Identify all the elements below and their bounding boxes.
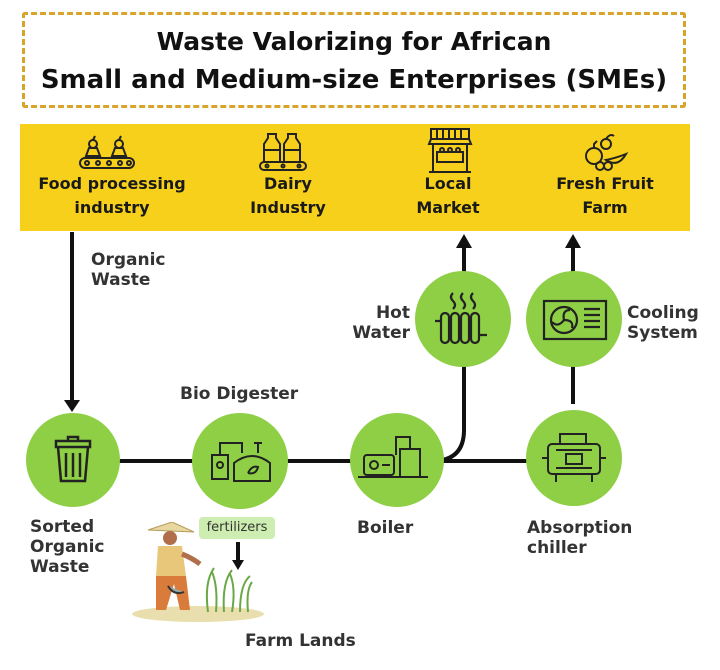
fruit-basket-icon (585, 134, 629, 171)
cooling-fan-icon (542, 299, 608, 341)
chiller-icon (542, 433, 606, 482)
boiler-label: Boiler (357, 518, 414, 538)
enterprise-market-line2: Market (416, 198, 480, 217)
organic-waste-label: Organic Waste (91, 250, 165, 290)
hot-water-line2: Water (352, 323, 410, 343)
title-line-1: Waste Valorizing for African (156, 27, 552, 56)
milk-bottles-icon (259, 133, 307, 171)
sorted-waste-label: Sorted Organic Waste (30, 517, 104, 577)
bio-digester-node (192, 413, 288, 509)
arrowhead-fruit (565, 234, 581, 248)
enterprise-fruit-line1: Fresh Fruit (556, 174, 654, 193)
enterprise-band: Food processing industry Dairy Industry … (20, 124, 690, 231)
enterprise-food-line2: industry (74, 198, 150, 217)
sorted-waste-node (26, 413, 120, 507)
organic-waste-line1: Organic (91, 250, 166, 270)
absorption-chiller-label: Absorption chiller (527, 518, 632, 558)
boiler-icon (358, 436, 428, 478)
enterprise-fruit-farm: Fresh Fruit Farm (540, 172, 670, 220)
enterprise-dairy: Dairy Industry (228, 172, 348, 220)
arrowhead-market (456, 234, 472, 248)
trash-bin-icon (54, 435, 92, 483)
hot-water-label: Hot Water (346, 303, 410, 343)
enterprise-food-processing: Food processing industry (28, 172, 196, 220)
cooling-system-node (526, 271, 622, 367)
enterprise-food-line1: Food processing (38, 174, 186, 193)
title-box: Waste Valorizing for African Small and M… (22, 12, 686, 108)
arrowhead-bin (64, 400, 80, 412)
bio-digester-label: Bio Digester (180, 384, 299, 404)
bio-digester-icon (211, 442, 271, 482)
farmer-icon (132, 522, 264, 622)
absorption-chiller-line2: chiller (527, 538, 587, 558)
hot-water-node (415, 271, 511, 367)
cooling-system-label: Cooling System (627, 303, 699, 343)
enterprise-fruit-line2: Farm (582, 198, 628, 217)
sorted-waste-line2: Organic (30, 537, 105, 557)
enterprise-local-market: Local Market (392, 172, 504, 220)
boiler-node (350, 413, 444, 507)
title-line-2: Small and Medium-size Enterprises (SMEs) (40, 65, 668, 95)
sorted-waste-line3: Waste (30, 557, 90, 577)
absorption-chiller-node (526, 410, 622, 506)
absorption-chiller-line1: Absorption (527, 518, 633, 538)
market-stall-icon (427, 128, 473, 173)
fertilizers-tag: fertilizers (199, 517, 275, 539)
sorted-waste-line1: Sorted (30, 517, 95, 537)
arrowhead-farmland (232, 560, 244, 570)
organic-waste-line2: Waste (91, 270, 151, 290)
enterprise-dairy-line1: Dairy (264, 174, 312, 193)
enterprise-dairy-line2: Industry (250, 198, 326, 217)
farm-lands-label: Farm Lands (245, 631, 356, 651)
enterprise-market-line1: Local (424, 174, 472, 193)
conveyor-food-icon (79, 135, 135, 169)
cooling-system-line1: Cooling (627, 303, 699, 323)
cooling-system-line2: System (627, 323, 698, 343)
radiator-icon (435, 292, 487, 345)
hot-water-line1: Hot (375, 303, 410, 323)
